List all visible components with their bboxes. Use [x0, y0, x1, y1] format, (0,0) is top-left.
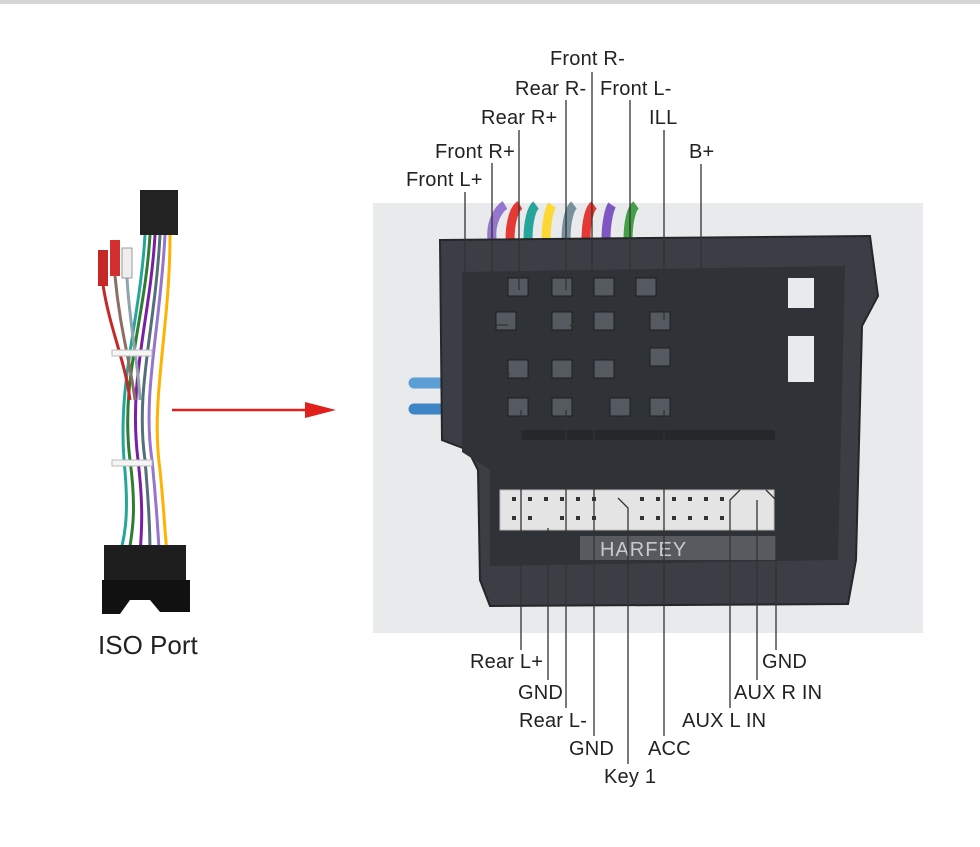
leader-gnd-3: [765, 489, 777, 650]
pin-label-front-r-plus: Front R+: [435, 141, 515, 163]
aux-pin-holes: [512, 497, 724, 520]
harness-iso-plug-base: [102, 580, 190, 614]
pin-label-front-l-minus: Front L-: [600, 78, 672, 100]
leader-front-l-minus: [572, 100, 631, 383]
leader-key-1: [617, 497, 629, 764]
zip-tie: [111, 349, 153, 357]
harness-iso-plug: [104, 545, 186, 585]
pin-label-key-1: Key 1: [604, 766, 657, 788]
iso-port-caption: ISO Port: [98, 630, 198, 660]
side-wires: [408, 377, 451, 415]
rca-plug-red: [98, 250, 108, 286]
wire-bundle: [101, 234, 172, 561]
top-divider: [0, 0, 980, 4]
pin-label-b-plus: B+: [689, 141, 715, 163]
watermark-band: [580, 536, 776, 560]
pin-label-acc: ACC: [648, 738, 691, 760]
leader-front-r-plus: [491, 163, 508, 326]
pin-label-rear-r-minus: Rear R-: [515, 78, 587, 100]
latch-bar: [520, 430, 775, 440]
pin-label-gnd-1: GND: [518, 682, 564, 704]
pin-label-rear-l-plus: Rear L+: [470, 651, 544, 673]
harness-top-plug: [140, 190, 178, 235]
pin-label-aux-l-in: AUX L IN: [682, 710, 767, 732]
housing-window-1: [788, 278, 814, 308]
pin-label-gnd-2: GND: [569, 738, 615, 760]
leader-aux-l-in: [729, 489, 741, 708]
pin-label-front-l-plus: Front L+: [406, 169, 483, 191]
pin-grid: [495, 277, 671, 417]
zip-tie-2: [111, 459, 153, 467]
leader-b-plus: [670, 164, 702, 366]
leader-gnd-2: [593, 397, 610, 736]
pin-label-rear-r-plus: Rear R+: [481, 107, 558, 129]
pin-label-gnd-3: GND: [762, 651, 808, 673]
pin-label-aux-r-in: AUX R IN: [734, 682, 823, 704]
iso-harness-image: [98, 190, 190, 614]
aux-pin-strip: [499, 489, 775, 531]
pointer-arrow-head: [305, 402, 336, 418]
rca-plug-red-2: [110, 240, 120, 276]
pin-label-ill: ILL: [649, 107, 678, 129]
leader-front-r-minus: [569, 72, 593, 327]
leader-front-l-plus: [464, 192, 510, 375]
pin-label-front-r-minus: Front R-: [550, 48, 625, 70]
pin-label-rear-l-minus: Rear L-: [519, 710, 588, 732]
housing-window-2: [788, 336, 814, 382]
